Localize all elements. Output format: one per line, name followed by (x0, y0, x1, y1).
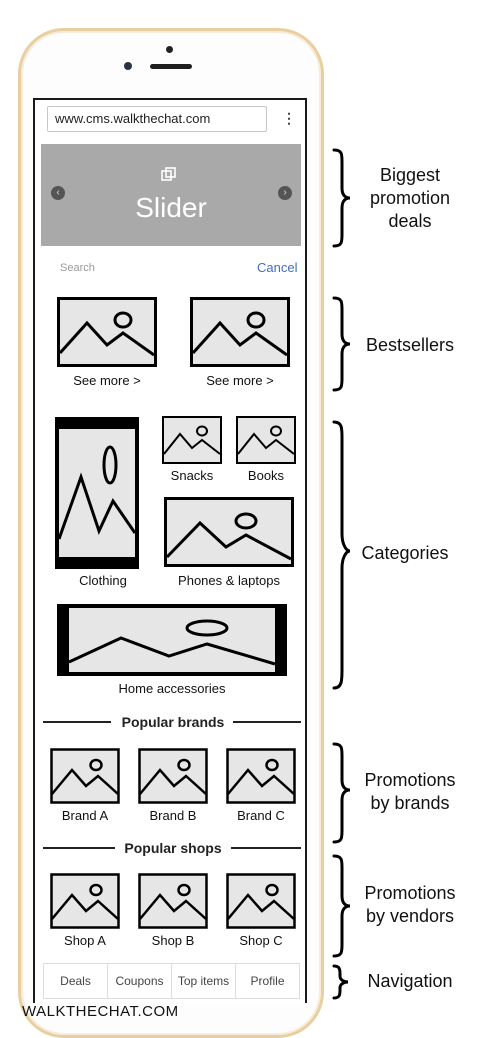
gallery-icon (161, 167, 176, 181)
slider-title: Slider (135, 192, 207, 223)
walkthechat-brand: WALKTHECHAT.COM (22, 1003, 179, 1020)
category-phones-label[interactable]: Phones & laptops (178, 573, 280, 588)
section-divider (233, 721, 301, 723)
category-home-label[interactable]: Home accessories (118, 681, 226, 696)
kebab-menu-icon[interactable]: ⋮ (282, 110, 296, 126)
annotation-braces (332, 148, 351, 1000)
shop-b-image-icon[interactable] (138, 873, 208, 929)
annotation-vendors: Promotions by vendors (364, 883, 456, 926)
category-snacks-label[interactable]: Snacks (170, 468, 214, 483)
annotation-promotion: Biggest promotion deals (369, 165, 451, 231)
slider-prev-button[interactable]: ‹ (51, 186, 65, 200)
brand-c-label[interactable]: Brand C (237, 808, 285, 823)
nav-profile-tab[interactable]: Profile (250, 974, 285, 988)
category-home-image-icon[interactable] (57, 604, 287, 676)
category-phones-image-icon[interactable] (164, 497, 294, 567)
brand-a-label[interactable]: Brand A (61, 808, 109, 823)
phone-camera (124, 62, 132, 70)
bestseller-see-more-link[interactable]: See more > (206, 373, 274, 388)
section-divider (231, 847, 301, 849)
shop-b-label[interactable]: Shop B (151, 933, 195, 948)
image-placeholder-icon[interactable] (190, 297, 290, 367)
image-placeholder-icon[interactable] (57, 297, 157, 367)
nav-top-items-tab[interactable]: Top items (172, 964, 236, 998)
shop-a-image-icon[interactable] (50, 873, 120, 929)
shop-c-label[interactable]: Shop C (239, 933, 283, 948)
slider-next-button[interactable]: › (278, 186, 292, 200)
category-clothing-label[interactable]: Clothing (79, 573, 127, 588)
brand-b-image-icon[interactable] (138, 748, 208, 804)
promotion-slider[interactable] (41, 144, 301, 246)
category-books-image-icon[interactable] (236, 416, 296, 464)
brand-b-label[interactable]: Brand B (149, 808, 197, 823)
nav-coupons-tab[interactable]: Coupons (108, 964, 172, 998)
section-divider (43, 847, 115, 849)
cancel-button[interactable]: Cancel (257, 260, 298, 275)
url-bar[interactable]: www.cms.walkthechat.com (47, 106, 267, 132)
bottom-navigation: Deals Coupons Top items Profile (43, 963, 300, 999)
brand-c-image-icon[interactable] (226, 748, 296, 804)
shop-a-label[interactable]: Shop A (64, 933, 106, 948)
annotation-navigation: Navigation (367, 971, 453, 991)
brand-a-image-icon[interactable] (50, 748, 120, 804)
category-snacks-image-icon[interactable] (162, 416, 222, 464)
phone-speaker (150, 64, 192, 69)
category-clothing-image-icon[interactable] (55, 417, 139, 569)
category-books-label[interactable]: Books (247, 468, 285, 483)
nav-deals-tab[interactable]: Deals (44, 964, 108, 998)
section-divider (43, 721, 111, 723)
annotation-brands: Promotions by brands (364, 770, 456, 813)
popular-brands-heading: Popular brands (121, 714, 225, 730)
annotation-bestsellers: Bestsellers (365, 335, 455, 355)
phone-sensor (166, 46, 173, 53)
search-input[interactable]: Search (60, 262, 95, 274)
annotation-categories: Categories (361, 543, 449, 563)
popular-shops-heading: Popular shops (124, 840, 222, 856)
shop-c-image-icon[interactable] (226, 873, 296, 929)
bestseller-see-more-link[interactable]: See more > (73, 373, 141, 388)
